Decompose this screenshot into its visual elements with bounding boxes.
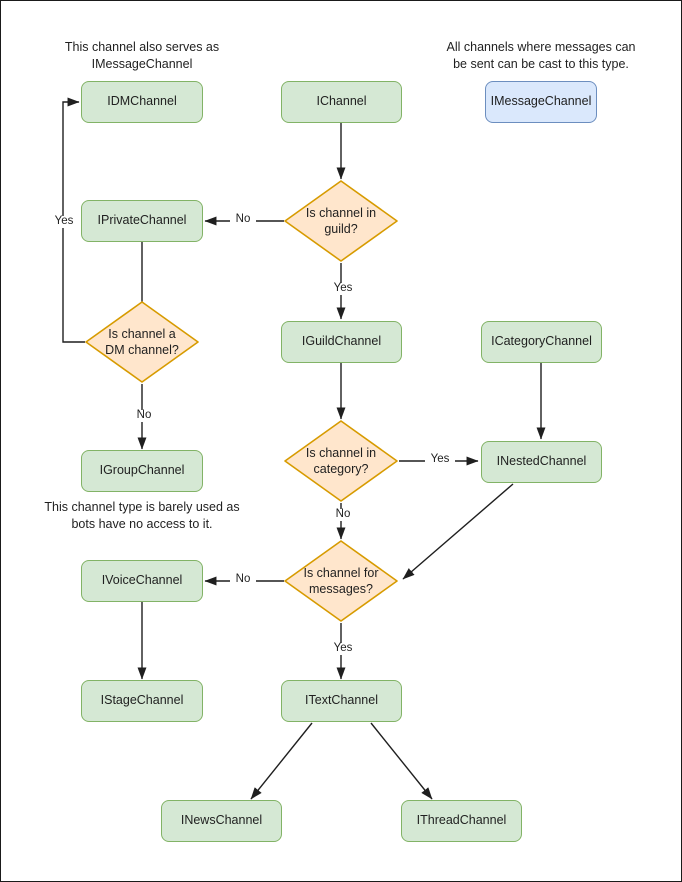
node-icategorychannel[interactable]: ICategoryChannel — [481, 321, 602, 363]
edge-itextchannel-to-ithreadchannel — [370, 722, 433, 800]
node-inewschannel[interactable]: INewsChannel — [161, 800, 282, 842]
note-message-line1: All channels where messages can — [446, 40, 636, 54]
edge-label-guild-yes: Yes — [328, 282, 358, 295]
node-idmchannel-label: IDMChannel — [107, 94, 177, 109]
node-inestedchannel[interactable]: INestedChannel — [481, 441, 602, 483]
node-istagechannel[interactable]: IStageChannel — [81, 680, 203, 722]
decision-is-in-category-line2: category? — [313, 462, 369, 476]
node-iprivatechannel[interactable]: IPrivateChannel — [81, 200, 203, 242]
decision-is-for-messages-line1: Is channel for — [303, 565, 379, 580]
node-itextchannel[interactable]: ITextChannel — [281, 680, 402, 722]
note-dm-channel: This channel also serves as IMessageChan… — [42, 39, 242, 73]
node-imessagechannel-label: IMessageChannel — [490, 94, 592, 109]
decision-is-in-category-line1: Is channel in — [305, 445, 377, 460]
decision-is-dm-channel-line2: DM channel? — [105, 343, 179, 357]
decision-is-dm-channel[interactable]: Is channel a DM channel? — [84, 300, 200, 384]
decision-is-for-messages-line2: messages? — [309, 582, 373, 596]
node-ichannel[interactable]: IChannel — [281, 81, 402, 123]
node-iguildchannel-label: IGuildChannel — [301, 334, 382, 349]
decision-is-in-category-label: Is channel in category? — [283, 419, 399, 503]
decision-is-in-guild-line2: guild? — [324, 222, 358, 236]
node-igroupchannel-label: IGroupChannel — [99, 463, 185, 478]
note-group-line1: This channel type is barely used as — [44, 500, 240, 514]
diamond-shape-is-for-messages — [284, 540, 398, 622]
node-icategorychannel-label: ICategoryChannel — [491, 334, 592, 349]
node-iprivatechannel-label: IPrivateChannel — [97, 213, 187, 228]
decision-is-in-guild-label: Is channel in guild? — [283, 179, 399, 263]
decision-is-dm-channel-label: Is channel a DM channel? — [84, 300, 200, 384]
node-ivoicechannel-label: IVoiceChannel — [101, 573, 183, 588]
edge-label-messages-no: No — [230, 573, 256, 586]
diamond-shape-is-in-guild — [284, 180, 398, 262]
node-igroupchannel[interactable]: IGroupChannel — [81, 450, 203, 492]
node-istagechannel-label: IStageChannel — [100, 693, 184, 708]
decision-is-in-category[interactable]: Is channel in category? — [283, 419, 399, 503]
decision-is-for-messages[interactable]: Is channel for messages? — [283, 539, 399, 623]
edge-itextchannel-to-inewschannel — [250, 722, 313, 800]
note-dm-line2: IMessageChannel — [91, 56, 193, 71]
note-group-line2: bots have no access to it. — [71, 516, 213, 531]
decision-is-in-guild-line1: Is channel in — [305, 205, 377, 220]
edge-label-messages-yes: Yes — [328, 642, 358, 655]
node-iguildchannel[interactable]: IGuildChannel — [281, 321, 402, 363]
note-message-channel: All channels where messages can be sent … — [429, 39, 653, 73]
diamond-shape-is-in-category — [284, 420, 398, 502]
edge-label-dm-no: No — [131, 409, 157, 422]
node-itextchannel-label: ITextChannel — [305, 693, 378, 708]
decision-is-for-messages-label: Is channel for messages? — [283, 539, 399, 623]
decision-is-dm-channel-line1: Is channel a — [108, 326, 176, 341]
node-ichannel-label: IChannel — [316, 94, 367, 109]
node-ithreadchannel[interactable]: IThreadChannel — [401, 800, 522, 842]
node-ithreadchannel-label: IThreadChannel — [416, 813, 507, 828]
edge-label-dm-yes: Yes — [49, 215, 79, 228]
edge-inestedchannel-to-messages — [402, 483, 514, 580]
decision-is-in-guild[interactable]: Is channel in guild? — [283, 179, 399, 263]
node-idmchannel[interactable]: IDMChannel — [81, 81, 203, 123]
node-inewschannel-label: INewsChannel — [180, 813, 263, 828]
node-ivoicechannel[interactable]: IVoiceChannel — [81, 560, 203, 602]
edge-label-guild-no: No — [230, 213, 256, 226]
diamond-shape-is-dm-channel — [85, 301, 199, 383]
note-message-line2: be sent can be cast to this type. — [453, 56, 629, 71]
node-inestedchannel-label: INestedChannel — [496, 454, 587, 469]
edge-label-category-no: No — [330, 508, 356, 521]
node-imessagechannel[interactable]: IMessageChannel — [485, 81, 597, 123]
note-dm-line1: This channel also serves as — [64, 40, 220, 54]
note-group-channel: This channel type is barely used as bots… — [32, 499, 252, 533]
edge-label-category-yes: Yes — [425, 453, 455, 466]
